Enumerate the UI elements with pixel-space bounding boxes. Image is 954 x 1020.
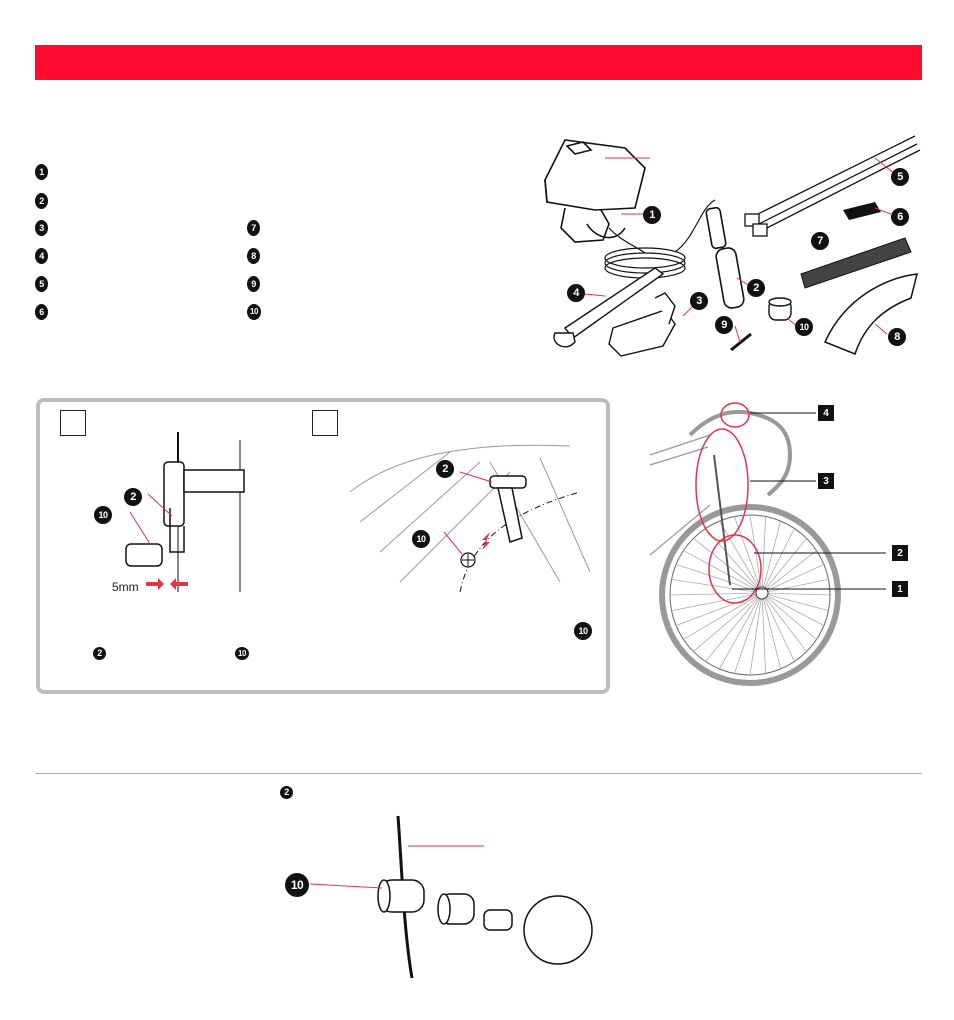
pad-small-part — [843, 202, 881, 220]
wheel-spoke — [761, 528, 795, 594]
footnote-magnet-ref-2: 10 — [235, 647, 249, 660]
wheel-spoke — [671, 578, 763, 594]
wheel-spoke — [669, 592, 763, 596]
wheel-spoke — [761, 592, 795, 662]
callout-7: 7 — [811, 232, 829, 250]
callout-8: 8 — [888, 328, 906, 346]
step-a-drawing — [125, 432, 245, 592]
callout-9: 9 — [715, 316, 733, 334]
wheel-spoke — [734, 516, 763, 594]
parts-list-item: 10 — [247, 304, 261, 320]
wheel-spoke — [761, 550, 817, 594]
callout-6: 6 — [891, 208, 909, 226]
bottom-magnet-callout: 10 — [285, 873, 309, 897]
step-a-sensor-callout: 2 — [124, 488, 142, 506]
magnet-part — [768, 297, 792, 321]
wheel-spoke — [761, 592, 782, 670]
wheel-spoke — [761, 538, 807, 594]
wheel-spoke — [761, 516, 767, 594]
wheel-spoke — [761, 592, 825, 626]
bike-diagram — [649, 395, 886, 705]
magnet-assembly-diagram — [270, 812, 610, 982]
install-steps-box: 2 10 5mm 2 10 10 2 10 — [36, 398, 610, 694]
parts-list-item: 6 — [35, 304, 48, 320]
bracket-part — [544, 139, 646, 243]
wheel-spoke — [675, 564, 763, 594]
bottom-sensor-ref: 2 — [280, 786, 293, 799]
wheel-spoke — [761, 592, 829, 611]
parts-list-item: 9 — [247, 276, 260, 292]
wheel-spoke — [705, 592, 763, 662]
wheel-spoke — [719, 592, 763, 670]
screw-part — [730, 332, 752, 352]
bike-label-4: 4 — [818, 405, 834, 421]
sensor-part — [705, 206, 745, 309]
bike-drawing — [649, 402, 886, 686]
parts-list-item: 8 — [247, 248, 260, 264]
bike-label-1: 1 — [892, 581, 908, 597]
bike-label-3: 3 — [818, 473, 834, 489]
header-bar — [35, 45, 922, 80]
step-b-marker — [312, 410, 338, 436]
wheel-spoke — [761, 592, 807, 652]
wheel-spoke — [761, 592, 817, 640]
parts-drawing — [544, 135, 921, 357]
strap-part — [553, 267, 665, 348]
step-b-sensor-callout: 2 — [436, 460, 454, 478]
cable-coil — [604, 199, 716, 279]
magnet-assembly-drawing — [309, 815, 593, 979]
parts-list-item: 7 — [247, 220, 260, 236]
step-a-magnet-callout: 10 — [94, 506, 112, 524]
cover-part — [823, 273, 918, 355]
pad-large-part — [800, 237, 912, 289]
wheel-spoke — [761, 564, 825, 594]
wheel-spoke — [683, 550, 763, 594]
wheel-spoke — [761, 592, 767, 674]
parts-illustration: 1 2 3 4 5 6 7 8 9 10 — [525, 128, 925, 368]
footnote-sensor-ref: 2 — [93, 647, 106, 660]
step-a-marker — [60, 410, 86, 436]
callout-3: 3 — [690, 292, 708, 310]
callout-2: 2 — [747, 279, 765, 297]
wheel-spoke — [734, 592, 763, 674]
parts-list-item: 2 — [35, 193, 48, 209]
parts-list-item: 4 — [35, 248, 48, 264]
wheel-spoke — [683, 592, 763, 640]
callout-1: 1 — [643, 206, 661, 224]
footnote-magnet-ref: 10 — [574, 622, 592, 640]
step-b-magnet-callout: 10 — [412, 530, 430, 548]
callout-10: 10 — [795, 318, 813, 336]
parts-list-item: 3 — [35, 220, 48, 236]
callout-5: 5 — [891, 168, 909, 186]
ziptie-part — [744, 135, 921, 237]
wheel-spoke — [693, 592, 763, 652]
wheel-spoke — [761, 592, 831, 596]
wheel-spoke — [671, 592, 763, 611]
step-b-drawing — [349, 444, 591, 593]
parts-list-item: 5 — [35, 276, 48, 292]
callout-4: 4 — [567, 284, 585, 302]
section-divider — [36, 773, 922, 774]
wheel-spoke — [761, 579, 829, 594]
mount-part — [608, 292, 676, 357]
parts-list-item: 1 — [35, 164, 48, 180]
bike-label-2: 2 — [892, 545, 908, 561]
wheel-spoke — [761, 520, 782, 594]
wheel-spoke — [719, 520, 763, 594]
wheel-spoke — [749, 592, 763, 676]
gap-label: 5mm — [112, 580, 139, 594]
